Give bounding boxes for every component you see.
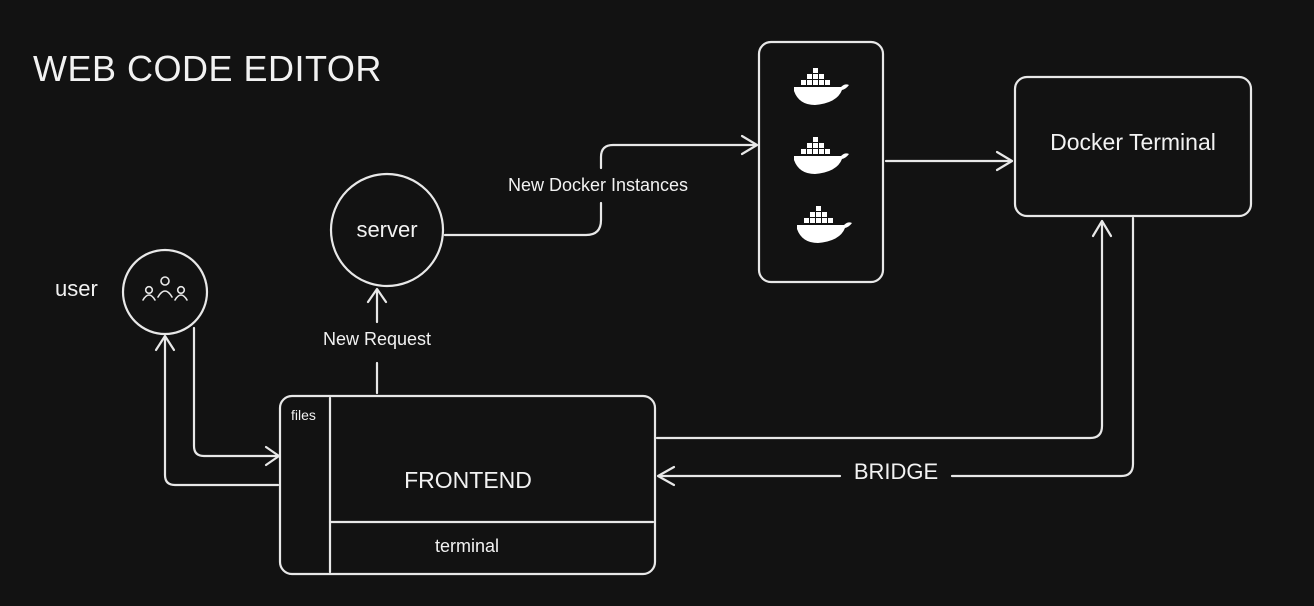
user-to-frontend-arrow [192, 326, 280, 458]
bridge-arrow-right [950, 216, 1135, 478]
people-group-icon [142, 276, 188, 301]
diagram-title: WEB CODE EDITOR [33, 48, 382, 89]
user-to-frontend-arrowhead [264, 445, 281, 467]
docker-whale-icon [797, 206, 852, 243]
bridge-arrowhead [656, 465, 676, 487]
frontend-to-terminal-arrow [655, 220, 1104, 440]
new-request-label: New Request [323, 329, 431, 349]
frontend-to-user-arrow [163, 335, 280, 487]
frontend-to-terminal-arrowhead [1091, 219, 1113, 238]
new-docker-instances-label: New Docker Instances [508, 175, 688, 195]
frontend-box [278, 394, 657, 576]
server-to-docker-arrowhead [740, 134, 759, 156]
server-label: server [356, 217, 417, 242]
frontend-to-server-arrowhead [366, 287, 388, 304]
server-node [329, 172, 445, 288]
frontend-label: FRONTEND [404, 467, 532, 493]
docker-terminal-label: Docker Terminal [1050, 129, 1216, 155]
docker-terminal-box [1013, 75, 1253, 218]
frontend-to-user-arrowhead [154, 334, 176, 352]
server-to-docker-arrow-upper [599, 143, 758, 170]
docker-to-terminal-arrowhead [995, 150, 1014, 172]
docker-whale-icon [794, 137, 849, 174]
user-label: user [55, 276, 98, 301]
docker-instances-box [757, 40, 885, 284]
bridge-label: BRIDGE [854, 459, 938, 484]
docker-whale-icon [794, 68, 849, 105]
terminal-panel-label: terminal [435, 536, 499, 556]
user-node [121, 248, 209, 336]
files-panel-label: files [291, 407, 316, 423]
server-to-docker-arrow [443, 201, 603, 237]
